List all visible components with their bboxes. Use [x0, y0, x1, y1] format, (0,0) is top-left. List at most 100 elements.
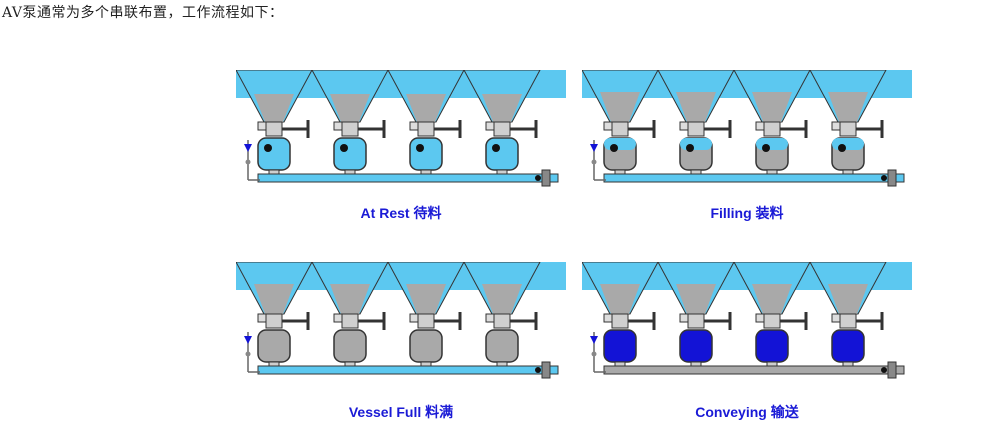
air-gauge [591, 159, 597, 165]
pipe-valve-knob [535, 175, 541, 181]
vent-port-1 [257, 121, 267, 131]
air-gauge [591, 351, 597, 357]
vent-port-1 [603, 121, 613, 131]
panel-at-rest [236, 70, 566, 200]
pipe-flange [541, 361, 551, 379]
pump-vessel-2 [333, 329, 367, 363]
vent-port-1 [257, 313, 267, 323]
caption-conveying: Conveying 输送 [695, 404, 799, 420]
vent-port-1 [603, 313, 613, 323]
pump-vessel-1 [603, 329, 637, 363]
level-probe-4 [492, 144, 500, 152]
inlet-valve-3 [763, 313, 781, 329]
hopper-material-1 [254, 284, 294, 314]
inlet-valve-4 [493, 121, 511, 137]
intro-text: AV泵通常为多个串联布置，工作流程如下： [2, 5, 284, 21]
inlet-valve-1 [611, 121, 629, 137]
conveying-pipe [257, 365, 559, 375]
inlet-valve-1 [611, 313, 629, 329]
air-gauge [245, 159, 251, 165]
air-flow-arrow [590, 144, 598, 152]
vessel-headspace-3 [756, 138, 788, 150]
inlet-valve-2 [687, 121, 705, 137]
vent-port-4 [485, 121, 495, 131]
conveying-pipe [603, 173, 905, 183]
hopper-material-3 [752, 92, 792, 122]
pump-vessel-3 [755, 329, 789, 363]
pump-vessel-3 [409, 137, 443, 171]
inlet-valve-1 [265, 313, 283, 329]
hopper-material-4 [828, 92, 868, 122]
level-probe-3 [762, 144, 770, 152]
conveying-pipe [257, 173, 559, 183]
hopper-material-2 [676, 92, 716, 122]
caption-vessel-full: Vessel Full 料满 [348, 404, 454, 420]
level-probe-2 [340, 144, 348, 152]
inlet-valve-4 [493, 313, 511, 329]
pump-diagram-conveying [582, 262, 912, 379]
pump-diagram-vessel-full [236, 262, 566, 379]
caption-filling: Filling 装料 [710, 205, 784, 221]
hopper-material-4 [482, 94, 522, 122]
air-flow-arrow [244, 336, 252, 344]
hopper-material-1 [600, 284, 640, 314]
conveying-pipe [603, 365, 905, 375]
hopper-material-1 [600, 92, 640, 122]
vent-port-3 [409, 313, 419, 323]
panel-filling [582, 70, 912, 200]
hopper-material-2 [676, 284, 716, 314]
inlet-valve-4 [839, 313, 857, 329]
caption-at-rest: At Rest 待料 [360, 205, 442, 221]
level-probe-2 [686, 144, 694, 152]
vent-port-3 [755, 121, 765, 131]
hopper-material-4 [482, 284, 522, 314]
air-flow-arrow [244, 144, 252, 152]
panel-vessel-full [236, 262, 566, 392]
vent-port-4 [831, 121, 841, 131]
level-probe-1 [610, 144, 618, 152]
vessel-headspace-2 [680, 138, 712, 150]
inlet-valve-3 [417, 313, 435, 329]
inlet-valve-2 [687, 313, 705, 329]
pipe-valve-knob [881, 367, 887, 373]
inlet-valve-2 [341, 313, 359, 329]
pump-vessel-1 [257, 137, 291, 171]
inlet-valve-3 [763, 121, 781, 137]
hopper-material-3 [752, 284, 792, 314]
vent-port-2 [333, 313, 343, 323]
level-probe-1 [264, 144, 272, 152]
hopper-material-2 [330, 284, 370, 314]
pipe-valve-knob [881, 175, 887, 181]
pump-diagram-filling [582, 70, 912, 187]
vent-port-2 [679, 313, 689, 323]
pump-vessel-2 [679, 329, 713, 363]
vent-port-3 [409, 121, 419, 131]
vent-port-2 [679, 121, 689, 131]
level-probe-4 [838, 144, 846, 152]
pump-vessel-3 [409, 329, 443, 363]
vent-port-4 [831, 313, 841, 323]
hopper-material-3 [406, 94, 446, 122]
vessel-headspace-4 [832, 138, 864, 150]
hopper-material-2 [330, 94, 370, 122]
pump-vessel-1 [257, 329, 291, 363]
pump-vessel-4 [831, 329, 865, 363]
level-probe-3 [416, 144, 424, 152]
vent-port-3 [755, 313, 765, 323]
inlet-valve-1 [265, 121, 283, 137]
hopper-material-4 [828, 284, 868, 314]
pipe-valve-knob [535, 367, 541, 373]
hopper-material-3 [406, 284, 446, 314]
pipe-flange [887, 361, 897, 379]
vessel-headspace-1 [604, 138, 636, 150]
pump-diagram-at-rest [236, 70, 566, 187]
air-gauge [245, 351, 251, 357]
vent-port-4 [485, 313, 495, 323]
air-flow-arrow [590, 336, 598, 344]
hopper-material-1 [254, 94, 294, 122]
panel-conveying [582, 262, 912, 392]
pump-vessel-2 [333, 137, 367, 171]
inlet-valve-4 [839, 121, 857, 137]
pipe-flange [541, 169, 551, 187]
inlet-valve-2 [341, 121, 359, 137]
